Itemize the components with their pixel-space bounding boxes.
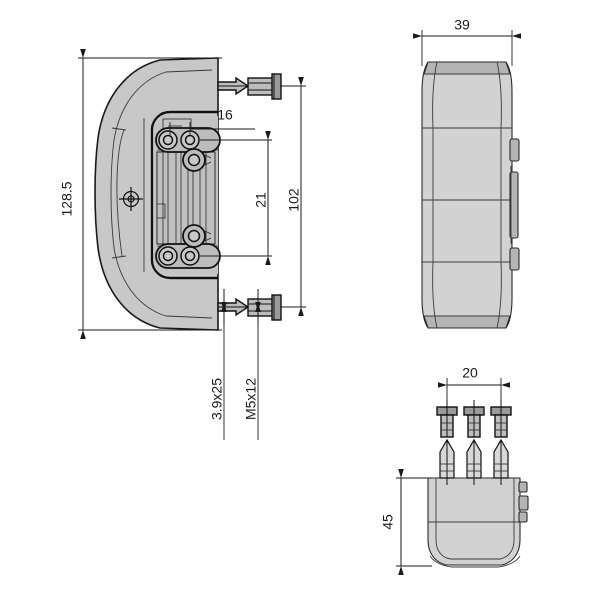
pivot-boss-top [182, 148, 206, 172]
bottom-inner-contour [435, 478, 515, 560]
grip-center-mark [119, 187, 143, 211]
handle-shell-inner-arc [116, 129, 125, 257]
side-latch-bottom [509, 247, 520, 271]
dimension-overall-height [78, 49, 222, 339]
fastener-top-wood-screw [217, 76, 262, 96]
bottom-body [427, 477, 521, 566]
handle-pocket-outline-overlay [150, 110, 218, 280]
fastener-top-machine-screw [247, 73, 282, 100]
side-latch-top [509, 138, 520, 162]
pivot-boss-top-tick [204, 154, 212, 166]
bottom-latch-top [518, 481, 528, 493]
bottom-base-edge [429, 555, 521, 568]
side-view-group [413, 30, 521, 329]
dimension-inset-offset [169, 122, 255, 136]
callout-leaders [223, 311, 259, 440]
handle-inner-contour [110, 69, 213, 319]
dimension-outer-spacing [280, 77, 306, 316]
callout-label-m5x12: M5x12 [243, 378, 259, 420]
dimension-screw-pitch [438, 378, 510, 404]
dimension-bottom-height [396, 469, 432, 575]
bottom-latch-bottom [518, 511, 528, 523]
bottom-wall-plugs [439, 438, 509, 485]
mounting-lobe-bottom [155, 243, 221, 269]
dim-label-45: 45 [380, 514, 396, 530]
dim-label-16: 16 [217, 107, 233, 123]
front-view-group [94, 57, 221, 331]
dim-label-102: 102 [286, 188, 302, 212]
bottom-view-group [396, 378, 529, 575]
mounting-lobe-top [155, 127, 221, 153]
dim-label-21: 21 [253, 192, 269, 208]
callout-label-3-9x25: 3.9x25 [209, 378, 225, 420]
bottom-screws [436, 400, 512, 438]
pivot-boss-bottom-tick [204, 230, 212, 242]
dimension-side-depth [413, 30, 521, 66]
side-inner-left [432, 61, 438, 329]
side-inner-right [496, 61, 502, 329]
handle-shell-break-bottom [111, 255, 127, 259]
latch-bar-notch [156, 203, 166, 219]
dim-label-20: 20 [462, 365, 478, 381]
dim-label-39: 39 [454, 17, 470, 33]
dim-label-128-5: 128.5 [59, 181, 75, 216]
fastener-bottom-machine-screw [247, 294, 282, 321]
bottom-latch-middle [518, 495, 529, 511]
side-latch-middle [509, 171, 519, 239]
handle-shell-break-top [111, 127, 127, 131]
pivot-boss-bottom [182, 224, 206, 248]
dimension-inner-spacing [200, 131, 272, 265]
side-body-outer [421, 61, 513, 329]
